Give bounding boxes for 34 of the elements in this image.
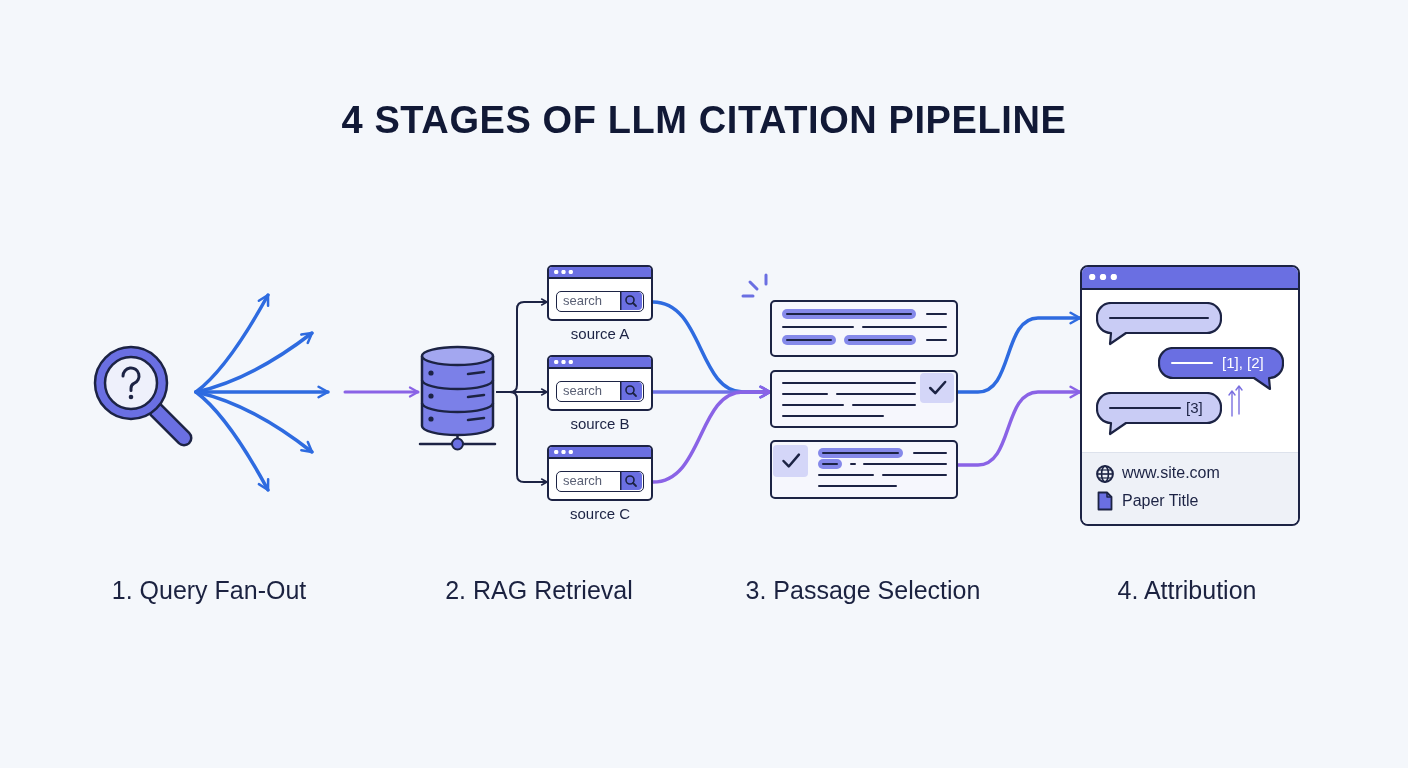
arrow: [956, 385, 1082, 467]
source-caption: source A: [570, 324, 630, 343]
chat-window: [1080, 265, 1300, 526]
browser-window: [547, 355, 653, 411]
source-caption: source B: [570, 414, 630, 433]
arrow: [194, 390, 270, 492]
document-title: Paper Title: [1122, 491, 1199, 510]
browser-window: [547, 265, 653, 321]
passage-card: [770, 370, 958, 428]
search-field: search: [556, 381, 644, 402]
arrow: [956, 311, 1082, 394]
url-text: www.site.com: [1122, 463, 1220, 482]
arrow: [343, 386, 420, 398]
passage-card: [770, 440, 958, 499]
diagram-title: 4 STAGES OF LLM CITATION PIPELINE: [341, 98, 1067, 143]
stage-label: 4. Attribution: [1117, 575, 1257, 606]
database-icon: [418, 343, 497, 452]
source-caption: source C: [570, 504, 630, 523]
search-field: search: [556, 291, 644, 312]
speech-bubble: [1096, 302, 1222, 346]
arrow: [194, 385, 330, 399]
stage-label: 3. Passage Selection: [745, 575, 981, 606]
citation-text: [1], [2]: [1222, 353, 1264, 372]
search-field: search: [556, 471, 644, 492]
speech-bubble: [1158, 347, 1284, 391]
citation-text: [3]: [1186, 398, 1203, 417]
browser-window: [547, 445, 653, 501]
arrow: [651, 385, 772, 484]
stage-label: 2. RAG Retrieval: [445, 575, 633, 606]
arrow: [496, 391, 548, 486]
footer-panel: [1082, 452, 1298, 524]
passage-card: [770, 300, 958, 357]
speech-bubble: [1096, 392, 1222, 436]
stage-label: 1. Query Fan-Out: [111, 575, 307, 606]
